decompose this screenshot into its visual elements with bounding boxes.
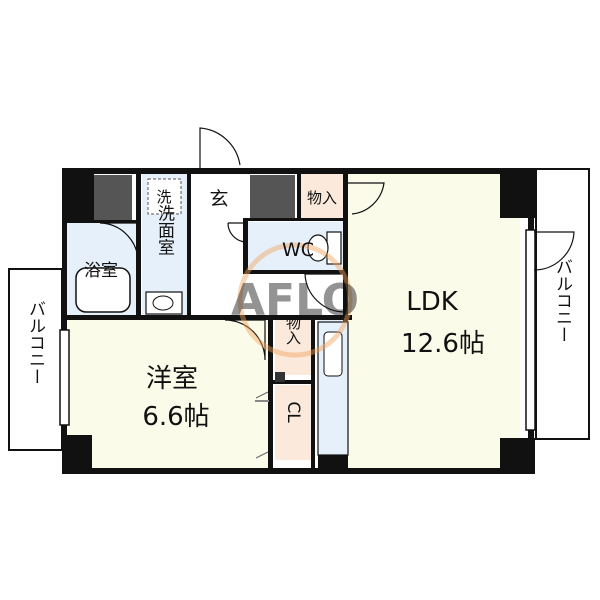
outer-wall-bottom xyxy=(62,468,535,474)
outer-wall-top xyxy=(62,168,535,174)
shaft xyxy=(94,175,132,220)
wall xyxy=(297,172,301,220)
wall xyxy=(243,270,348,274)
wall xyxy=(268,380,313,384)
balcony-right-label: バルコニー xyxy=(552,258,572,343)
storage-mid-label: 物入 xyxy=(284,315,302,345)
door xyxy=(533,231,575,271)
column xyxy=(500,438,535,474)
door xyxy=(304,273,346,313)
window xyxy=(59,329,70,426)
closet-shelf xyxy=(255,400,269,402)
toilet-bowl xyxy=(307,234,329,262)
pillar xyxy=(275,372,285,382)
closet-label: CL xyxy=(283,401,303,423)
kitchen-sink xyxy=(323,331,343,377)
sink-basin xyxy=(152,295,174,311)
column xyxy=(62,168,94,220)
balcony-left-label: バルコニー xyxy=(25,300,45,385)
wc-label: WC xyxy=(282,239,314,261)
closet-floor xyxy=(275,385,313,460)
watermark-logo: AFLO xyxy=(231,275,359,326)
sink xyxy=(145,291,183,315)
western-room-floor xyxy=(65,320,270,468)
western-room-label: 洋室 xyxy=(146,364,198,394)
kitchen-counter xyxy=(317,321,349,456)
bath-label: 浴室 xyxy=(84,261,118,281)
washer-label: 洗 xyxy=(156,188,171,206)
wall xyxy=(62,315,352,320)
bathtub xyxy=(75,267,131,313)
entrance-floor xyxy=(190,172,245,317)
column xyxy=(500,168,535,218)
column xyxy=(62,435,92,474)
wall xyxy=(311,320,315,470)
window xyxy=(525,229,536,431)
outer-wall-left xyxy=(62,168,67,474)
washroom-label: 洗面室 xyxy=(154,204,175,255)
storage-top-label: 物入 xyxy=(307,189,337,207)
balcony-right xyxy=(535,168,590,440)
storage-mid-floor xyxy=(275,320,313,375)
door xyxy=(227,222,246,243)
entrance-label: 玄 xyxy=(209,188,228,210)
door xyxy=(348,182,385,215)
watermark-logo-ring xyxy=(237,242,353,358)
door xyxy=(224,319,266,361)
door xyxy=(99,222,139,263)
balcony-left xyxy=(8,268,63,451)
shaft xyxy=(250,175,295,220)
washer-space xyxy=(147,178,182,215)
ldk-size: 12.6帖 xyxy=(401,329,485,359)
wall xyxy=(343,172,348,322)
closet-door-marks xyxy=(255,391,269,459)
wall xyxy=(268,320,273,470)
ldk-floor xyxy=(345,172,520,468)
wall xyxy=(66,220,138,223)
western-room-size: 6.6帖 xyxy=(142,402,209,432)
storage-top-floor xyxy=(300,172,345,220)
ldk-label: LDK xyxy=(406,287,459,317)
pillar xyxy=(318,455,348,468)
wall xyxy=(187,172,191,320)
wall xyxy=(248,218,348,221)
wall xyxy=(243,218,248,274)
entrance-door xyxy=(199,127,241,172)
